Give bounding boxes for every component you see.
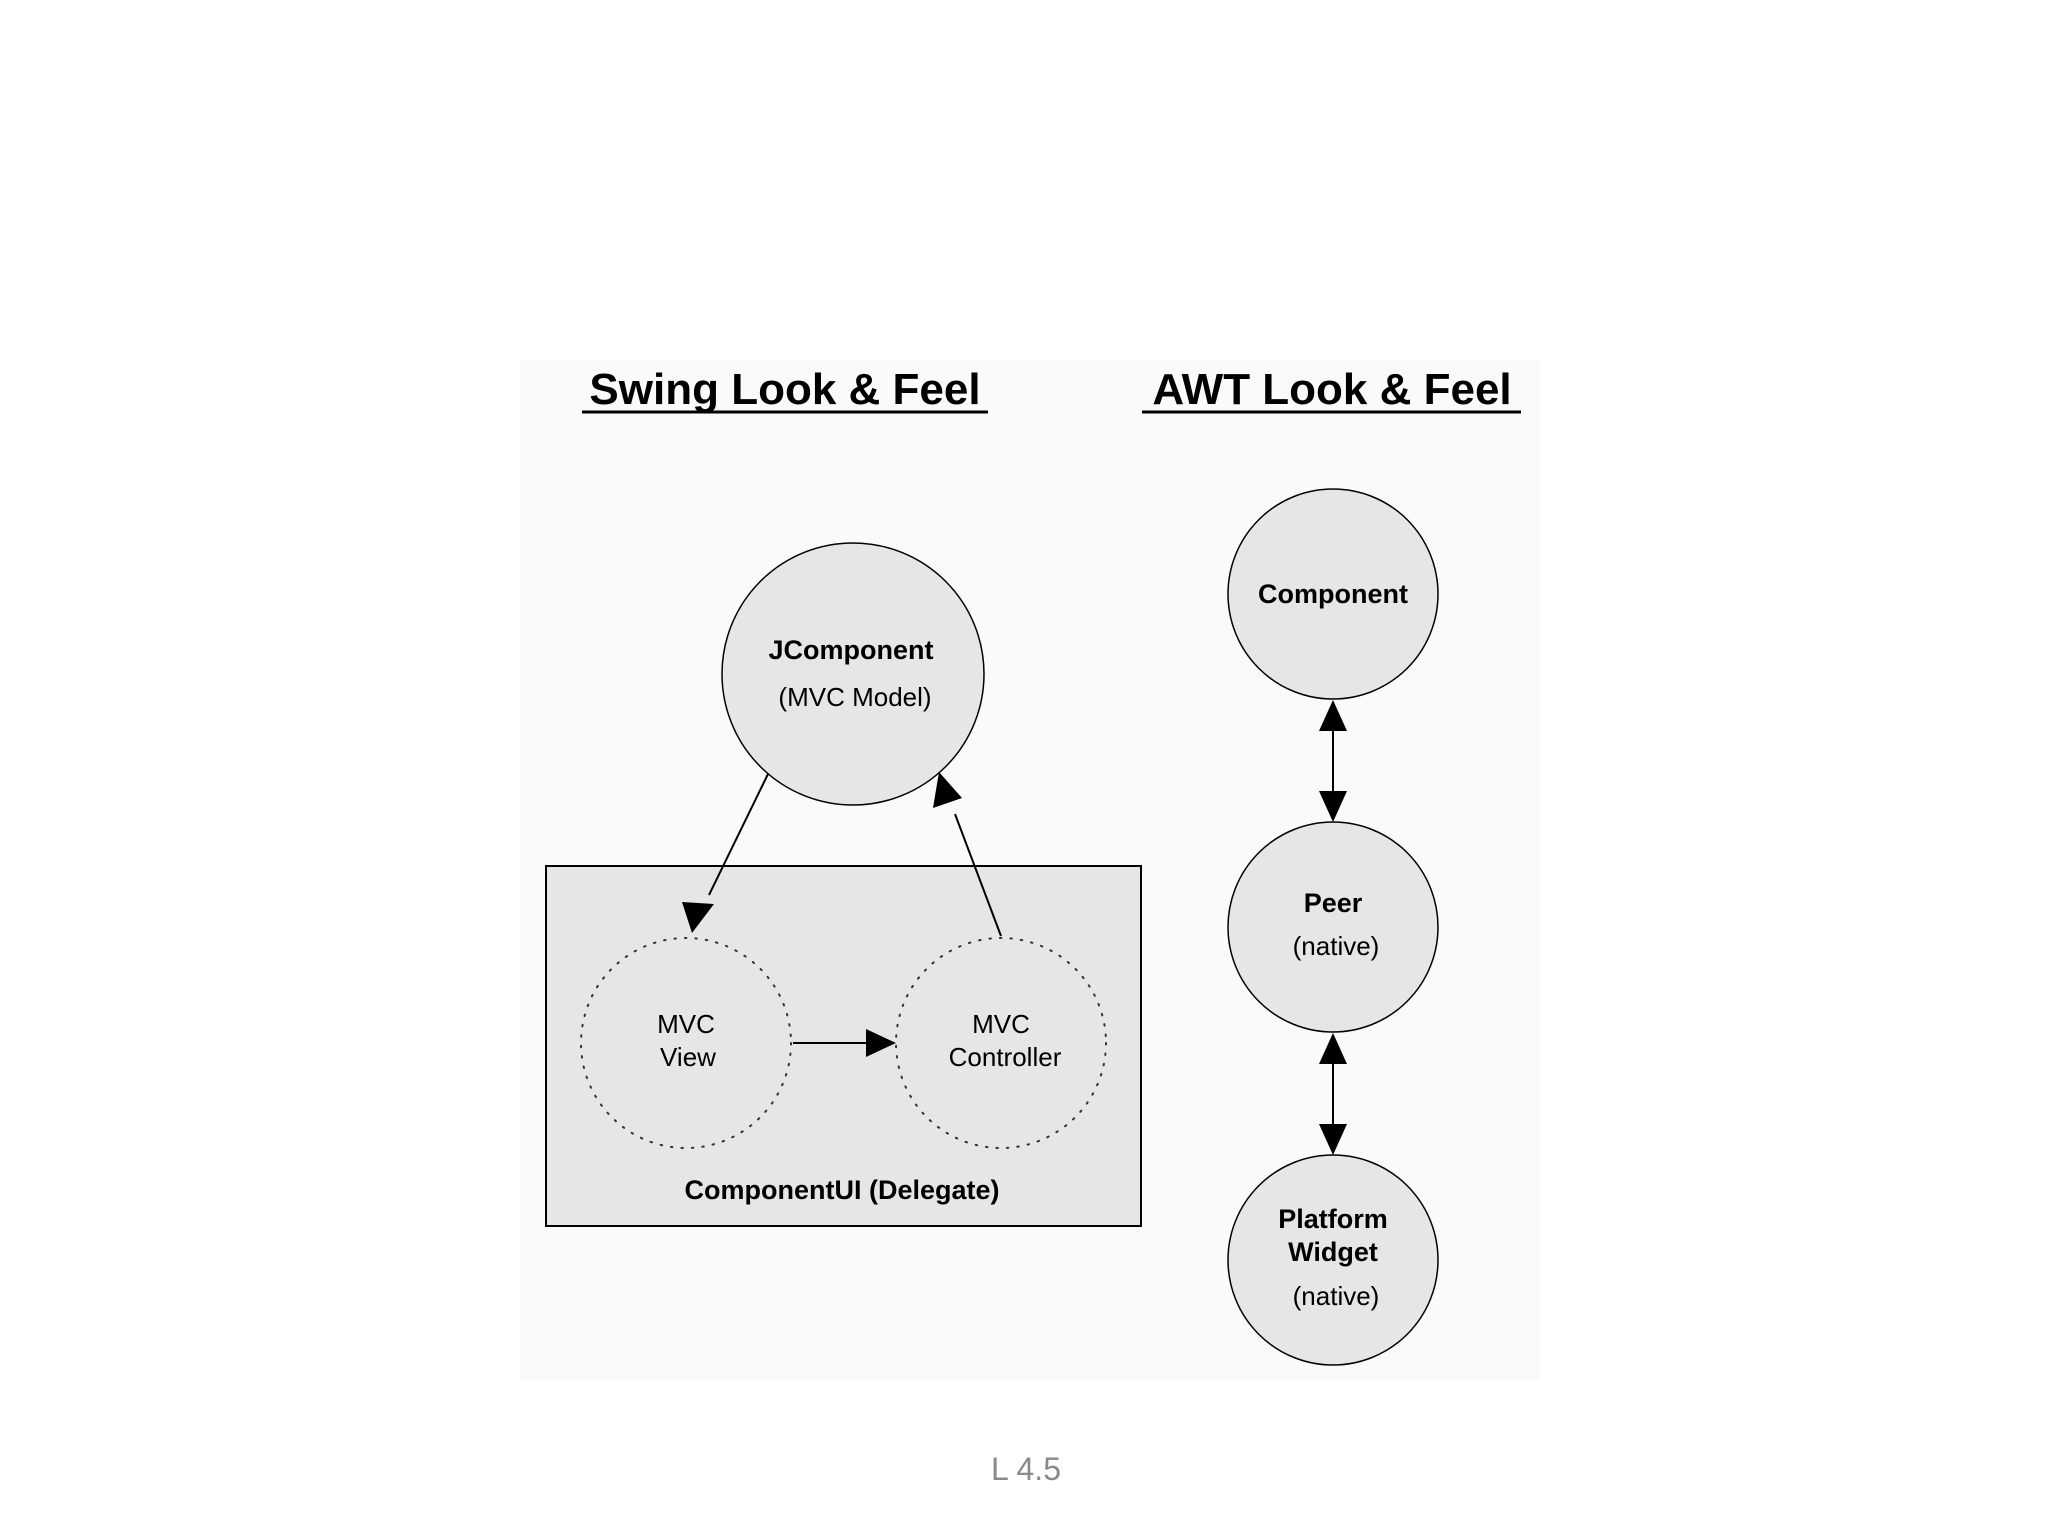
component-label: Component [1258,579,1408,609]
mvc-view-circle [580,937,792,1149]
mvc-controller-circle [895,937,1107,1149]
mvc-view-line2: View [660,1042,716,1072]
mvc-controller-line1: MVC [972,1009,1030,1039]
platform-widget-line2: Widget [1288,1237,1378,1267]
jcomponent-circle [721,542,985,806]
jcomponent-node: JComponent (MVC Model) [721,542,985,806]
mvc-view-node: MVC View [580,937,792,1149]
arrow-component-peer [1319,700,1347,822]
arrow-peer-widget [1319,1033,1347,1155]
mvc-controller-node: MVC Controller [895,937,1107,1149]
jcomponent-label: JComponent [769,635,934,665]
page-label: L 4.5 [991,1451,1061,1487]
delegate-label: ComponentUI (Delegate) [684,1175,999,1205]
arrow-controller-to-model [933,772,1002,937]
jcomponent-role-label: (MVC Model) [778,682,931,712]
platform-widget-note: (native) [1293,1281,1380,1311]
platform-widget-line1: Platform [1278,1204,1388,1234]
peer-note: (native) [1293,931,1380,961]
mvc-view-line1: MVC [657,1009,715,1039]
swing-title: Swing Look & Feel [589,365,980,414]
awt-title: AWT Look & Feel [1152,365,1511,414]
peer-node: Peer (native) [1227,821,1439,1033]
component-circle [1227,488,1439,700]
component-node: Component [1227,488,1439,700]
peer-label: Peer [1304,888,1363,918]
platform-widget-node: Platform Widget (native) [1227,1154,1439,1366]
arrow-model-to-view [682,773,769,933]
arrow-view-to-controller [793,1029,896,1057]
mvc-controller-line2: Controller [949,1042,1062,1072]
delegate-box [545,865,1142,1227]
peer-circle [1227,821,1439,1033]
